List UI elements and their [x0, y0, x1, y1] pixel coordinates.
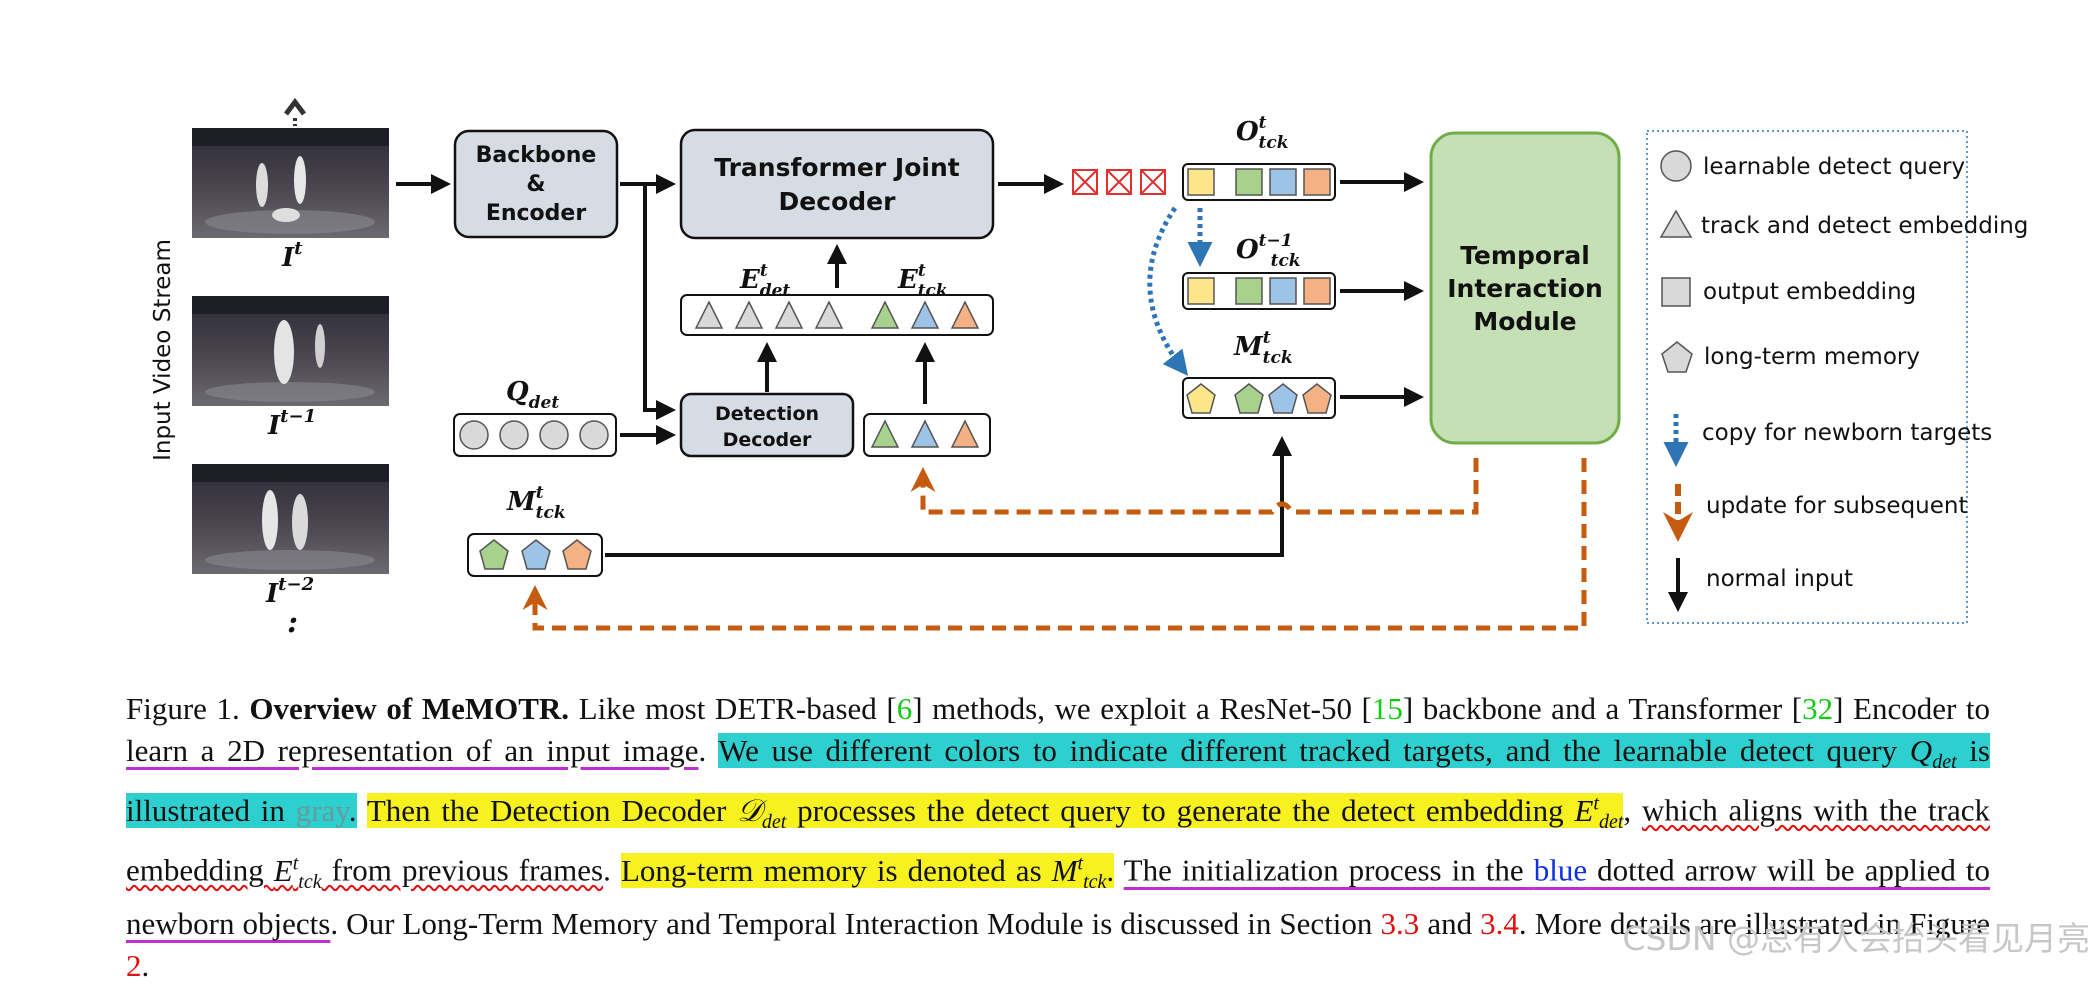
svg-text:Decoder: Decoder	[723, 429, 812, 451]
svg-text:learnable detect query: learnable detect query	[1703, 154, 1965, 180]
svg-text:copy for newborn targets: copy for newborn targets	[1702, 420, 1992, 446]
previous-output-embedding-row	[1182, 272, 1336, 310]
svg-text:Detection: Detection	[715, 403, 819, 425]
svg-text:Encoder: Encoder	[486, 201, 587, 226]
temporal-interaction-module-box: Temporal Interaction Module	[1429, 131, 1621, 445]
output-embedding-row	[1182, 163, 1336, 201]
citation-link[interactable]: 15	[1371, 691, 1403, 726]
svg-text:Backbone: Backbone	[476, 143, 597, 168]
svg-text:Temporal: Temporal	[1460, 241, 1590, 270]
track-embedding-row	[863, 413, 991, 457]
svg-text:&: &	[526, 172, 545, 197]
svg-text:Module: Module	[1473, 307, 1576, 336]
caption-title: Overview of MeMOTR.	[249, 691, 570, 726]
legend-square-icon	[1661, 277, 1691, 307]
legend-triangle-icon	[1659, 209, 1693, 238]
input-video-stream-label: Input Video Stream	[150, 239, 176, 461]
legend-circle-icon	[1660, 150, 1692, 182]
update-arrow-to-track	[910, 458, 1479, 515]
detect-query-row	[453, 413, 617, 457]
svg-text:track and detect embedding: track and detect embedding	[1701, 213, 2028, 239]
copy-arrow-curve	[1147, 206, 1189, 376]
transformer-joint-decoder-box: Transformer Joint Decoder	[679, 128, 995, 240]
section-link[interactable]: 3.3	[1380, 906, 1420, 942]
arrow-backbone-to-detection-decoder	[643, 184, 676, 420]
section-link[interactable]: 3.4	[1480, 906, 1519, 942]
watermark: CSDN @总有人会抬头看见月亮	[1622, 919, 2090, 958]
citation-link[interactable]: 6	[896, 691, 913, 726]
long-term-memory-row-right	[1182, 377, 1336, 419]
figure-caption: Figure 1. Overview of MeMOTR. Like most …	[126, 691, 1991, 983]
q-det-label: Qdet	[506, 377, 559, 413]
svg-text:Transformer Joint: Transformer Joint	[714, 153, 959, 182]
legend-pentagon-icon	[1661, 341, 1693, 373]
frame-t-2-label: It−2	[265, 574, 314, 609]
frame-t-1-label: It−1	[267, 406, 316, 441]
frame-t-label: It	[281, 238, 303, 273]
embedding-row	[680, 294, 994, 336]
svg-text:Interaction: Interaction	[1447, 274, 1603, 303]
long-term-memory-row-left	[467, 533, 603, 577]
svg-text:Decoder: Decoder	[779, 187, 897, 216]
memotr-overview-diagram: Input Video Stream It It−1 It−2 : Backbo…	[150, 97, 2028, 640]
svg-text:update for subsequent: update for subsequent	[1706, 493, 1968, 519]
citation-link[interactable]: 32	[1802, 691, 1834, 726]
discarded-outputs	[1072, 169, 1166, 195]
update-arrow-to-memory	[522, 458, 1587, 631]
frames-ellipsis: :	[287, 605, 298, 640]
arrow-memory-to-m-tck	[605, 436, 1292, 557]
frame-t-2	[192, 464, 389, 574]
svg-text:normal input: normal input	[1706, 566, 1853, 592]
svg-text:long-term memory: long-term memory	[1704, 344, 1920, 370]
svg-text:output embedding: output embedding	[1703, 279, 1916, 305]
legend: learnable detect query track and detect …	[1646, 130, 2028, 624]
frame-t-1	[192, 296, 389, 406]
backbone-encoder-box: Backbone & Encoder	[453, 129, 619, 239]
figure-link[interactable]: 2	[126, 947, 142, 983]
detection-decoder-box: Detection Decoder	[679, 392, 855, 458]
up-arrow-icon	[284, 97, 306, 126]
frame-t	[192, 128, 389, 238]
